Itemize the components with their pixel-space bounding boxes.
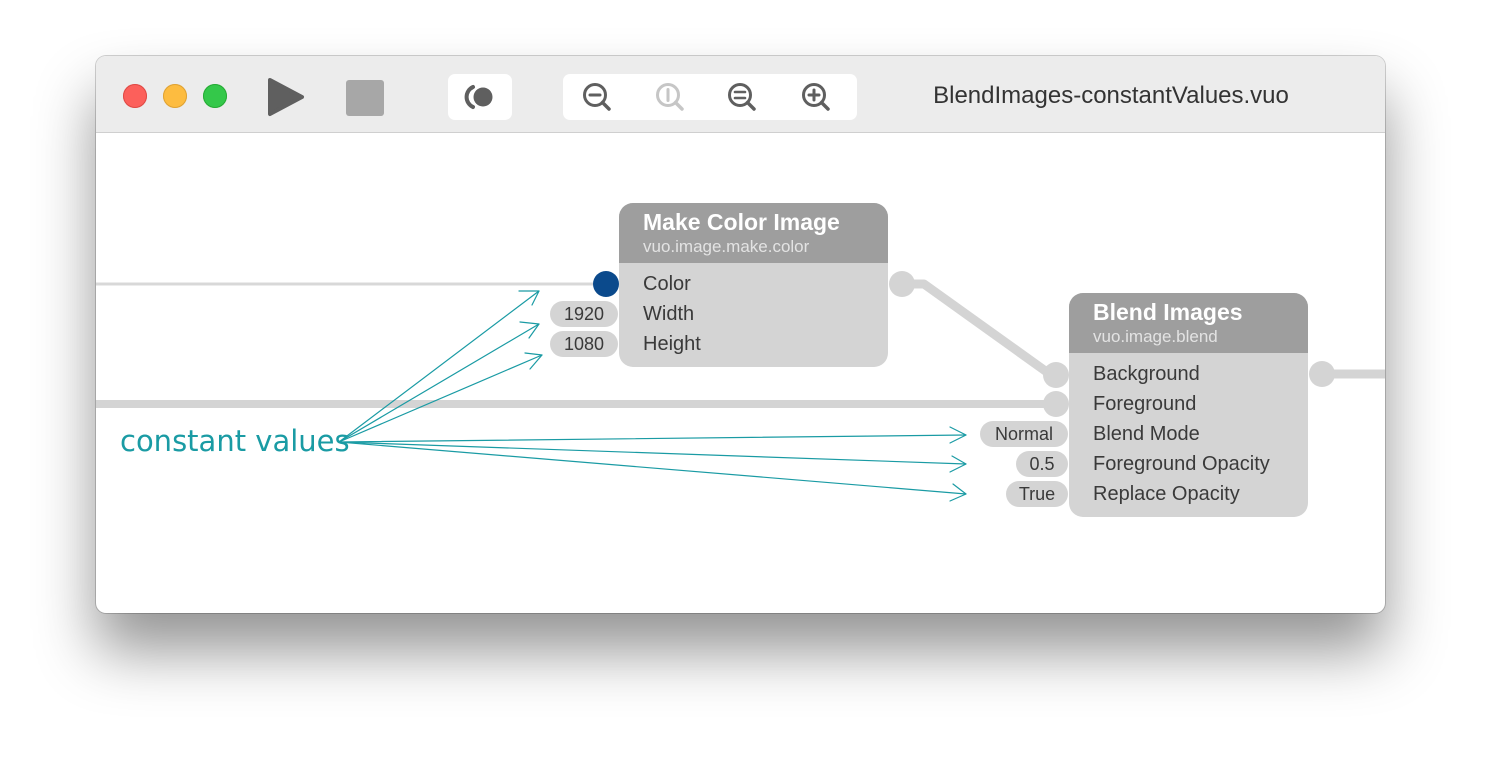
port-color[interactable]: Color bbox=[643, 273, 691, 295]
make-color-image-output-port[interactable] bbox=[889, 271, 915, 297]
node-blend-images[interactable]: Blend Images vuo.image.blend Background … bbox=[1069, 293, 1308, 517]
zoom-button[interactable] bbox=[203, 84, 227, 108]
window-title: BlendImages-constantValues.vuo bbox=[933, 82, 1289, 109]
composition-canvas[interactable]: Make Color Image vuo.image.make.color Co… bbox=[96, 133, 1385, 613]
zoom-button-group bbox=[563, 74, 857, 120]
port-height[interactable]: Height bbox=[643, 333, 701, 355]
zoom-in-icon[interactable] bbox=[797, 78, 835, 116]
foreground-input-port[interactable] bbox=[1043, 391, 1069, 417]
cable-layer bbox=[96, 271, 1385, 417]
port-blend-mode[interactable]: Blend Mode bbox=[1093, 423, 1200, 445]
image-output-cable[interactable] bbox=[902, 279, 1054, 379]
show-events-button-group bbox=[448, 74, 512, 120]
app-window: BlendImages-constantValues.vuo Make Colo… bbox=[96, 56, 1385, 613]
show-events-icon[interactable] bbox=[461, 78, 499, 116]
zoom-out-icon[interactable] bbox=[578, 78, 616, 116]
node-title: Blend Images bbox=[1093, 299, 1243, 325]
node-make-color-image[interactable]: Make Color Image vuo.image.make.color Co… bbox=[619, 203, 888, 367]
port-background[interactable]: Background bbox=[1093, 363, 1200, 385]
node-header bbox=[1069, 293, 1308, 353]
height-constant[interactable]: 1080 bbox=[550, 331, 618, 357]
replace-opacity-constant[interactable]: True bbox=[1006, 481, 1068, 507]
width-constant[interactable]: 1920 bbox=[550, 301, 618, 327]
node-header bbox=[619, 203, 888, 263]
node-class-name: vuo.image.blend bbox=[1093, 327, 1218, 346]
port-replace-opacity[interactable]: Replace Opacity bbox=[1093, 483, 1240, 505]
zoom-to-fit-icon[interactable] bbox=[723, 78, 761, 116]
run-icon[interactable] bbox=[264, 76, 306, 118]
blend-images-output-port[interactable] bbox=[1309, 361, 1335, 387]
background-input-port[interactable] bbox=[1043, 362, 1069, 388]
stop-icon[interactable] bbox=[346, 80, 384, 116]
color-constant-swatch[interactable] bbox=[593, 271, 619, 297]
port-foreground-opacity[interactable]: Foreground Opacity bbox=[1093, 453, 1270, 475]
annotation-label: constant values bbox=[120, 424, 350, 458]
minimize-button[interactable] bbox=[163, 84, 187, 108]
port-foreground[interactable]: Foreground bbox=[1093, 393, 1197, 415]
port-width[interactable]: Width bbox=[643, 303, 695, 325]
node-title: Make Color Image bbox=[643, 209, 840, 235]
close-button[interactable] bbox=[123, 84, 147, 108]
node-class-name: vuo.image.make.color bbox=[643, 237, 810, 256]
toolbar: BlendImages-constantValues.vuo bbox=[96, 56, 1385, 133]
blend-mode-constant[interactable]: Normal bbox=[980, 421, 1068, 447]
zoom-actual-size-icon bbox=[656, 83, 684, 111]
foreground-opacity-constant[interactable]: 0.5 bbox=[1016, 451, 1068, 477]
